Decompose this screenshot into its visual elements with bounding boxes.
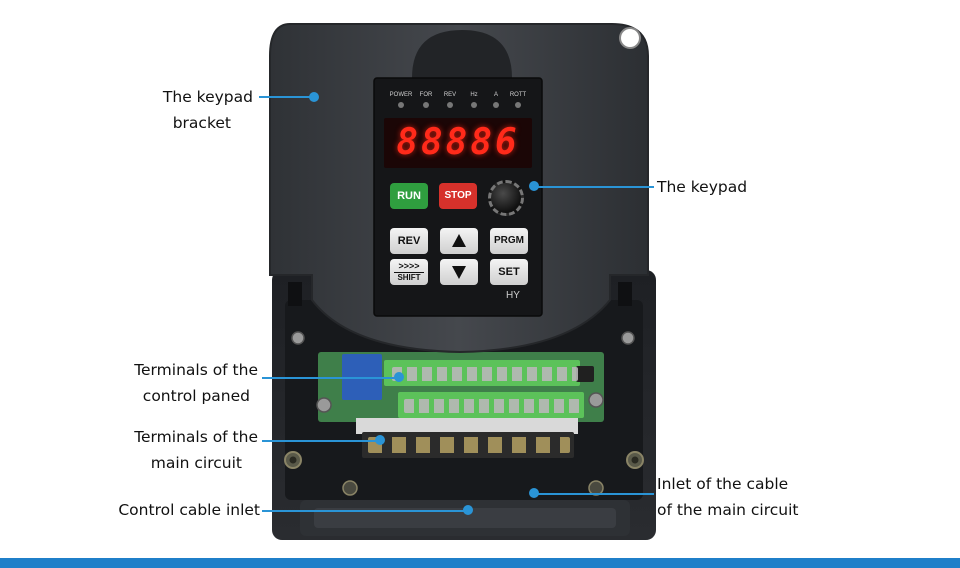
marker-main-cable-inlet (529, 488, 539, 498)
up-arrow-button[interactable] (440, 228, 478, 254)
leader-line-control-terminals (262, 377, 398, 379)
marker-keypad-bracket (309, 92, 319, 102)
led-indicator (447, 102, 453, 108)
leader-line-control-cable-inlet (262, 510, 468, 512)
callout-main-terminals: Terminals of the main circuit (134, 428, 258, 472)
footer-accent-bar (0, 558, 960, 568)
led-indicator (493, 102, 499, 108)
main-terminal-screws (368, 437, 570, 453)
leader-line-keypad (534, 186, 654, 188)
callout-keypad-bracket: The keypad bracket (162, 88, 253, 132)
set-button[interactable]: SET (490, 259, 528, 285)
brand-label: HY (506, 290, 520, 301)
rev-button[interactable]: REV (390, 228, 428, 254)
led-hz: Hz (462, 92, 486, 108)
led-row: POWER FOR REV Hz A ROTT (388, 92, 532, 114)
callout-control-terminals: Terminals of the control paned (134, 361, 258, 405)
leader-line-main-terminals (262, 440, 378, 442)
leader-line-main-cable-inlet (538, 493, 654, 495)
callout-main-cable-inlet: Inlet of the cable of the main circuit (657, 475, 799, 519)
led-indicator (423, 102, 429, 108)
leader-line-keypad-bracket (259, 96, 313, 98)
led-rev: REV (438, 92, 462, 108)
arrow-up-icon (452, 234, 466, 247)
led-indicator (398, 102, 404, 108)
led-indicator (515, 102, 521, 108)
down-arrow-button[interactable] (440, 259, 478, 285)
led-a: A (486, 92, 506, 108)
potentiometer-knob[interactable] (488, 180, 524, 216)
callout-keypad: The keypad (657, 178, 748, 196)
control-terminal-screws-row2 (404, 399, 580, 413)
led-for: FOR (414, 92, 438, 108)
led-power: POWER (388, 92, 414, 108)
arrow-down-icon (452, 266, 466, 279)
marker-control-cable-inlet (463, 505, 473, 515)
control-terminal-screws-row1 (392, 367, 578, 381)
prgm-button[interactable]: PRGM (490, 228, 528, 254)
led-rott: ROTT (504, 92, 532, 108)
led-indicator (471, 102, 477, 108)
marker-keypad (529, 181, 539, 191)
marker-main-terminals (375, 435, 385, 445)
shift-label: SHIFT (394, 272, 424, 283)
shift-arrows-icon: >>>> (398, 261, 420, 271)
callout-control-cable-inlet: Control cable inlet (118, 501, 260, 519)
seven-segment-display: 88886 (396, 122, 520, 163)
run-button[interactable]: RUN (390, 183, 428, 209)
marker-control-terminals (394, 372, 404, 382)
stop-button[interactable]: STOP (439, 183, 477, 209)
shift-button[interactable]: >>>> SHIFT (390, 259, 428, 285)
